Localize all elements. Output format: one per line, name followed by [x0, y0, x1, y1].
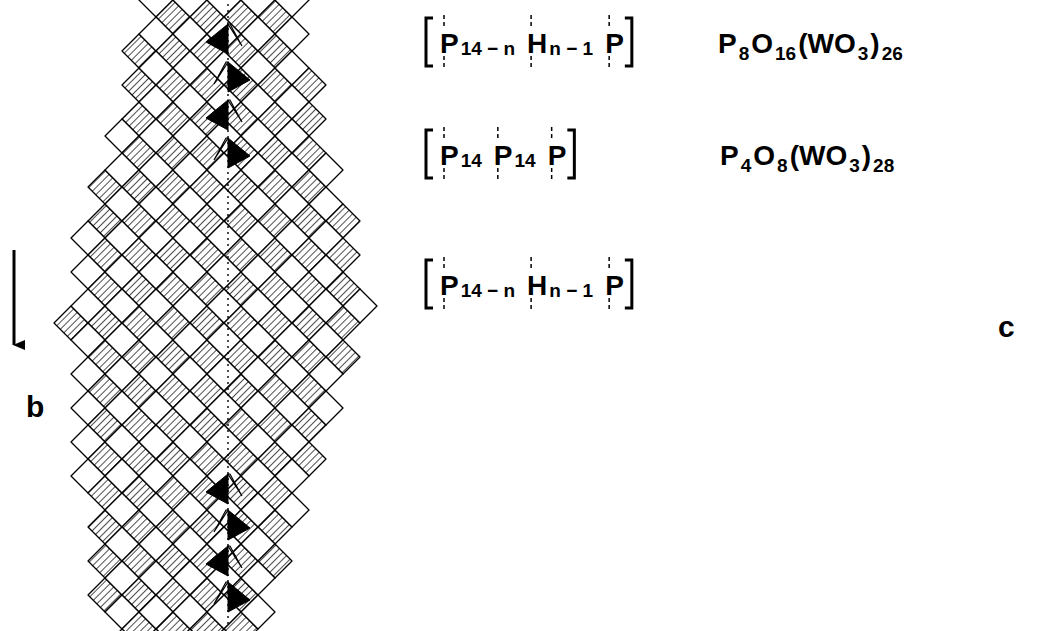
- formula-symbol: P: [605, 272, 624, 300]
- bracket: [567, 130, 574, 178]
- dashed-tick: [443, 257, 445, 268]
- subscript: 4: [741, 156, 752, 175]
- formula-symbol: P: [440, 272, 459, 300]
- bracket: [625, 18, 632, 66]
- axis-arrow: [13, 250, 16, 345]
- tetrahedron-face: [228, 24, 242, 46]
- bracket: [426, 18, 433, 66]
- formula-symbol: O: [753, 142, 775, 170]
- phosphate-tetrahedron: [206, 100, 228, 130]
- octahedron: [309, 357, 343, 391]
- subscript: n − 1: [549, 281, 593, 300]
- octahedron: [241, 561, 275, 595]
- dashed-tick: [443, 127, 445, 138]
- octahedron: [173, 629, 207, 631]
- subscript: 3: [849, 156, 860, 175]
- formula-symbol: P: [720, 142, 739, 170]
- octahedron: [275, 459, 309, 493]
- formula-symbol: P: [548, 142, 567, 170]
- subscript: 3: [858, 44, 869, 63]
- subscript: 8: [739, 44, 750, 63]
- dashed-tick: [497, 127, 499, 138]
- bracket: [426, 130, 433, 178]
- subscript: 28: [873, 156, 894, 175]
- formula-symbol: P: [440, 30, 459, 58]
- tetrahedron-face: [214, 582, 228, 604]
- dashed-tick: [530, 15, 532, 26]
- tetrahedron-face: [214, 138, 228, 160]
- formula-symbol: (WO: [798, 30, 856, 58]
- octahedron: [275, 17, 309, 51]
- bracket: [426, 260, 433, 308]
- subscript: 14 − n: [461, 39, 515, 58]
- phosphate-tetrahedron: [206, 546, 228, 576]
- dashed-tick: [530, 257, 532, 268]
- tetrahedron-face: [228, 546, 242, 568]
- phosphate-tetrahedron: [228, 582, 250, 612]
- formula-symbol: P: [440, 142, 459, 170]
- formula-symbol: (WO: [790, 142, 848, 170]
- formula-symbol: H: [527, 30, 547, 58]
- formula-symbol: P: [718, 30, 737, 58]
- octahedron: [105, 629, 139, 631]
- octahedron: [275, 0, 309, 17]
- phosphate-tetrahedron: [206, 474, 228, 504]
- formula-symbol: P: [494, 142, 513, 170]
- formula-symbol: H: [527, 272, 547, 300]
- octahedron: [275, 493, 309, 527]
- tetrahedron-face: [228, 100, 242, 122]
- octahedron: [139, 629, 173, 631]
- subscript: 8: [777, 156, 788, 175]
- phosphate-tetrahedron: [228, 62, 250, 92]
- axis-label: c: [998, 312, 1015, 342]
- octahedron: [207, 629, 241, 631]
- phosphate-tetrahedron: [228, 138, 250, 168]
- axis-label: b: [26, 392, 44, 422]
- subscript: 26: [882, 44, 903, 63]
- formula-marks: [426, 15, 632, 310]
- dashed-tick: [443, 15, 445, 26]
- subscript: 14: [461, 151, 482, 170]
- tetrahedron-face: [214, 62, 228, 84]
- octahedron: [309, 153, 343, 187]
- mirror-line: [227, 4, 228, 627]
- formula-symbol: ): [870, 30, 879, 58]
- octahedron: [343, 289, 377, 323]
- formula-symbol: ): [862, 142, 871, 170]
- subscript: n − 1: [549, 39, 593, 58]
- dashed-tick: [608, 257, 610, 268]
- octahedra-network: [54, 0, 377, 631]
- tetrahedron-face: [214, 510, 228, 532]
- dashed-tick: [551, 127, 553, 138]
- phosphate-tetrahedron: [228, 510, 250, 540]
- subscript: 14 − n: [461, 281, 515, 300]
- tetrahedron-face: [228, 474, 242, 496]
- subscript: 14: [515, 151, 536, 170]
- octahedron: [309, 391, 343, 425]
- subscript: 16: [775, 44, 796, 63]
- formula-symbol: O: [751, 30, 773, 58]
- dashed-tick: [608, 15, 610, 26]
- phosphate-tetrahedron: [206, 24, 228, 54]
- formula-symbol: P: [605, 30, 624, 58]
- bracket: [625, 260, 632, 308]
